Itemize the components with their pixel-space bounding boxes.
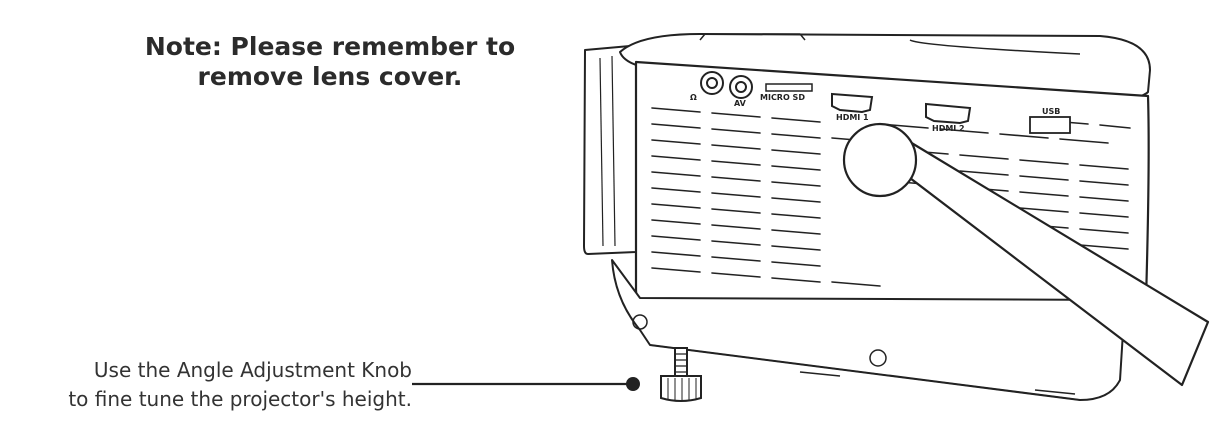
- angle-adjustment-knob-icon: [660, 347, 702, 402]
- micro-sd-label: MICRO SD: [760, 93, 805, 102]
- hdmi-port-icon: [831, 92, 874, 114]
- stand-pivot: [842, 122, 918, 198]
- note-line-2: remove lens cover.: [197, 62, 463, 91]
- hdmi1-label: HDMI 1: [836, 113, 869, 122]
- headphone-label: Ω: [690, 93, 697, 102]
- hdmi2-label: HDMI 2: [932, 124, 965, 133]
- usb-port-icon: [1029, 116, 1071, 134]
- projector-side-panel: [583, 45, 637, 255]
- micro-sd-slot-icon: [765, 83, 813, 92]
- note-line-1: Note: Please remember to: [144, 32, 516, 61]
- lens-cover-note: Note: Please remember to remove lens cov…: [120, 32, 540, 92]
- knob-caption: Use the Angle Adjustment Knob to fine tu…: [0, 356, 412, 414]
- leader-dot: [626, 377, 640, 391]
- caption-line-1: Use the Angle Adjustment Knob: [93, 358, 412, 382]
- caption-line-2: to fine tune the projector's height.: [68, 387, 412, 411]
- usb-label: USB: [1042, 107, 1060, 116]
- av-label: AV: [734, 99, 747, 108]
